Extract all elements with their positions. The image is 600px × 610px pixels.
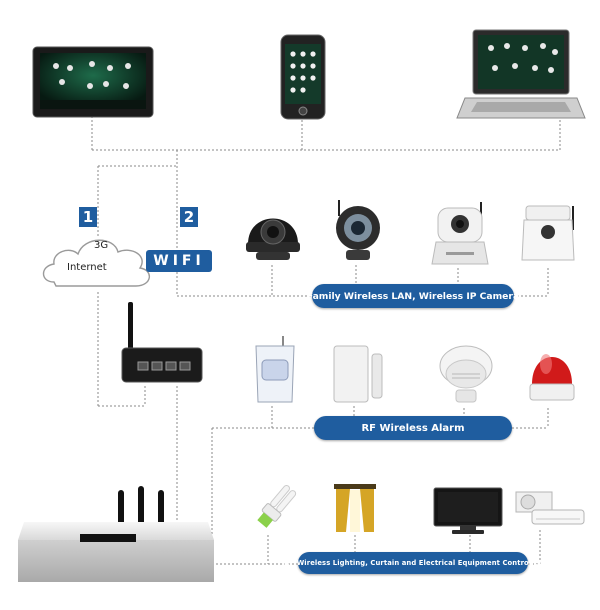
wifi-router-device xyxy=(121,302,203,383)
wifi-dome-camera-device xyxy=(521,205,575,261)
tablet-device xyxy=(32,46,154,118)
wifi-label: WIFI xyxy=(146,250,212,272)
camera-section-label: Family Wireless LAN, Wireless IP Camera xyxy=(307,284,519,308)
alarm-section-label: RF Wireless Alarm xyxy=(314,416,512,440)
dome-camera-device xyxy=(246,218,300,260)
internet-cloud-icon xyxy=(42,239,150,287)
air-conditioner-device xyxy=(515,491,585,525)
controller-section-label: RF Wireless Lighting, Curtain and Electr… xyxy=(284,552,542,574)
cloud-3g-label: 3G xyxy=(94,240,109,251)
smart-home-hub-device xyxy=(18,486,214,582)
curtain-device xyxy=(334,484,376,532)
tv-device xyxy=(433,487,503,534)
energy-saving-bulb-device xyxy=(257,484,297,528)
laptop-device xyxy=(456,29,586,119)
smartphone-device xyxy=(280,34,326,120)
smoke-detector-device xyxy=(439,345,493,403)
ptz-camera-device xyxy=(336,200,380,260)
network-badge-1: 1 xyxy=(79,207,97,227)
wifi-ip-camera-device xyxy=(431,202,489,265)
cloud-internet-label: Internet xyxy=(67,262,107,273)
door-sensor-device xyxy=(333,345,383,403)
siren-alarm-device xyxy=(529,354,575,401)
network-badge-2: 2 xyxy=(180,207,198,227)
pir-motion-sensor-device xyxy=(255,336,295,403)
